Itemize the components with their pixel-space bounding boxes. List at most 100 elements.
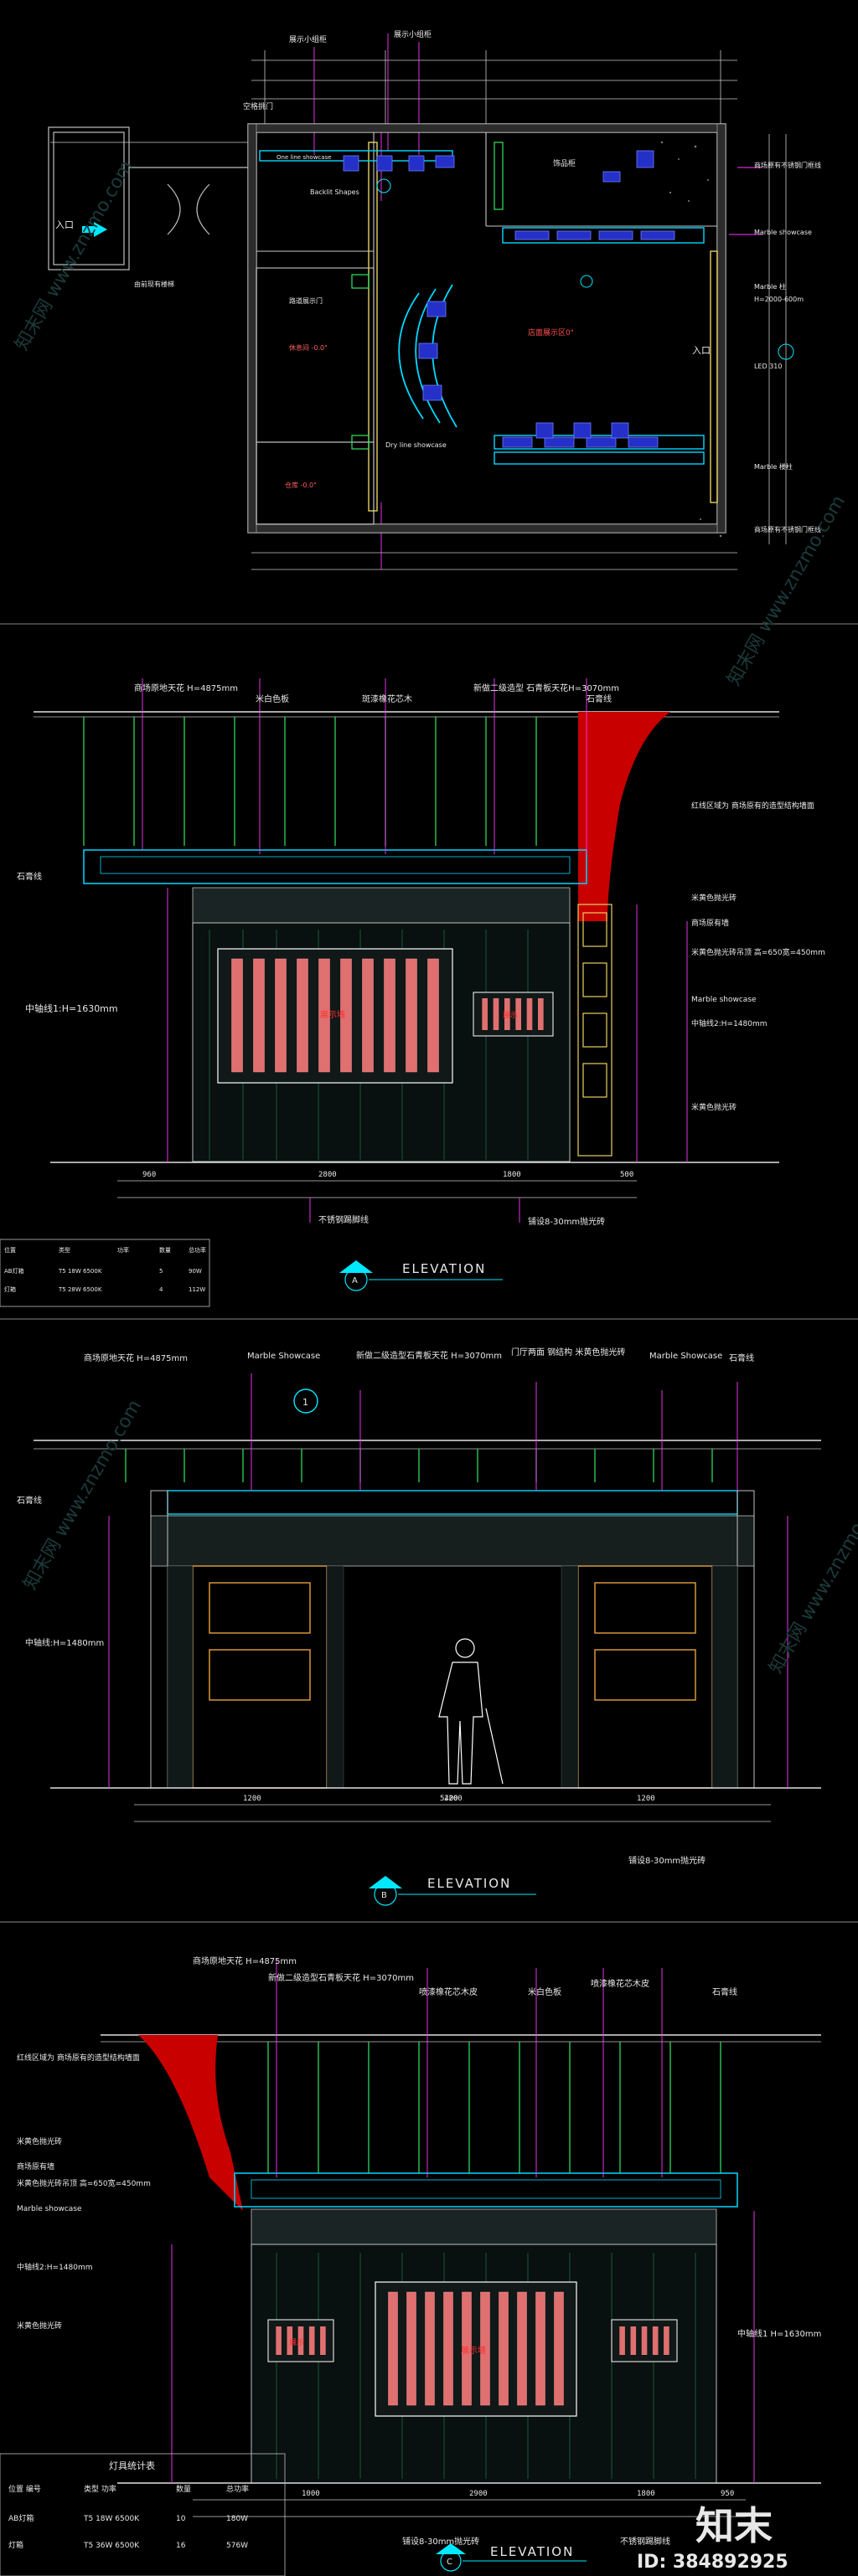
elev-a-table-header: 位置 <box>4 1246 16 1254</box>
elev-a-top-3: 斑漆橡花芯木 <box>362 693 412 704</box>
elev-a-marker: A <box>352 1276 358 1285</box>
light-slat <box>515 998 521 1030</box>
plan-backlit: Backlit Shapes <box>310 188 359 196</box>
light-slat <box>318 958 330 1073</box>
light-slat <box>340 958 352 1073</box>
elev-a-right-label: 中轴线2:H=1480mm <box>691 1018 768 1028</box>
light-slat <box>253 958 265 1073</box>
elev-c-top-5: 喷漆橡花芯木皮 <box>591 1978 649 1989</box>
elev-c-table-header: 总功率 <box>226 2484 249 2494</box>
elev-c-table-cell: 10 <box>176 2515 186 2523</box>
light-slat <box>504 998 510 1030</box>
elev-a-bottom-1: 不锈钢踢脚线 <box>318 1214 369 1225</box>
elev-c-left-label: 米黄色抛光砖 <box>17 2136 62 2146</box>
elev-c-bottom-1: 铺设8-30mm抛光砖 <box>402 2536 479 2547</box>
light-slat <box>388 2291 398 2406</box>
plan-door-label: 空格挑门 <box>243 101 273 111</box>
elev-b-top-3: 新做二级造型石青板天花 H=3070mm <box>356 1350 502 1361</box>
light-slat <box>482 998 488 1030</box>
plan-top-label-2: 展示小组柜 <box>394 29 432 39</box>
elev-c-right-1: 中轴线1 H=1630mm <box>737 2328 821 2339</box>
light-slat <box>308 2326 315 2355</box>
elev-a-dim: 1800 <box>503 1171 521 1179</box>
light-slat <box>275 958 287 1073</box>
light-slat <box>517 2291 527 2406</box>
elev-a-right-label: 米黄色抛光砖 <box>691 893 737 903</box>
elev-c-left-label: Marble showcase <box>17 2205 82 2213</box>
elev-a-right-label: Marble showcase <box>691 996 757 1004</box>
elev-a-right-label: 红线区域为 商场原有的造型结构墙面 <box>691 801 814 811</box>
plan-zone-store: 仓库 -0.0" <box>285 481 317 489</box>
light-slat <box>425 2291 435 2406</box>
light-slat <box>538 998 544 1030</box>
light-slat <box>362 958 374 1073</box>
elev-a-title: ELEVATION <box>402 1261 486 1276</box>
elev-c-left-label: 红线区域为 商场原有的造型结构墙面 <box>17 2053 140 2063</box>
light-slat <box>287 2326 293 2355</box>
elev-c-table-header: 数量 <box>176 2484 191 2494</box>
watermark-id: ID: 384892925 <box>637 2552 788 2573</box>
plan-drylines: Dry line showcase <box>385 441 447 449</box>
elev-a-table-cell: 112W <box>189 1286 205 1293</box>
plan-right-note: 商场原有不锈钢门框线 <box>754 161 821 169</box>
elev-a-table-header: 功率 <box>117 1246 129 1254</box>
elev-b-top-6: 石膏线 <box>729 1352 754 1363</box>
plan-zone-topright: 饰品柜 <box>553 158 576 168</box>
plan-left-note: 由前现有楼梯 <box>134 280 174 288</box>
light-slat <box>443 2291 453 2406</box>
elev-c-top-1: 商场原地天花 H=4875mm <box>193 1955 297 1966</box>
elev-b-left-1: 石膏线 <box>17 1495 42 1506</box>
light-slat <box>297 958 308 1073</box>
elev-a-side: 展示 <box>503 1011 518 1020</box>
elev-b-top-5: Marble Showcase <box>649 1352 722 1361</box>
elev-b-dim: 2200 <box>444 1795 463 1803</box>
elev-c-left-label: 商场原有墙 <box>17 2161 54 2172</box>
elev-a-dim: 2800 <box>318 1171 337 1179</box>
elev-c-table-header: 类型 功率 <box>84 2484 116 2494</box>
elev-a-center: 展示墙 <box>320 1009 345 1020</box>
light-slat <box>535 2291 545 2406</box>
elev-a-top-4: 新做二级造型 石青板天花H=3070mm <box>473 683 619 693</box>
plan-right-note: 商场原有不锈钢门框线 <box>754 525 821 533</box>
light-slat <box>619 2326 625 2355</box>
elev-c-dim: 950 <box>721 2490 734 2498</box>
light-slat <box>276 2326 282 2355</box>
elev-a-bottom-2: 铺设8-30mm抛光砖 <box>528 1216 605 1227</box>
elev-b-dim: 5400 <box>440 1795 458 1803</box>
plan-entrance-left: 入口 <box>55 219 74 230</box>
plan-zone-office: 休息间 -0.0" <box>289 343 328 352</box>
elev-c-left-label: 中轴线2:H=1480mm <box>17 2262 93 2272</box>
elev-a-left-1: 石膏线 <box>17 871 42 882</box>
elev-b-marker: B <box>381 1891 387 1900</box>
elev-a-dim: 500 <box>620 1171 633 1179</box>
light-slat <box>630 2326 637 2355</box>
light-slat <box>406 958 417 1073</box>
light-slat <box>320 2326 326 2355</box>
elev-a-table-cell: 90W <box>189 1268 202 1275</box>
plan-zone-mid-left: 路道展示门 <box>289 296 323 305</box>
elev-c-table-cell: T5 18W 6500K <box>83 2515 140 2523</box>
elev-a-top-2: 米白色板 <box>256 693 289 704</box>
elev-a-table-cell: 灯箱 <box>4 1285 16 1293</box>
elev-b-left-2: 中轴线:H=1480mm <box>25 1637 104 1648</box>
elev-a-table-header: 总功率 <box>189 1246 206 1254</box>
plan-top-label-1: 展示小组柜 <box>289 34 327 44</box>
elev-a-top-5: 石膏线 <box>587 693 612 704</box>
elev-c-side: 展示 <box>289 2338 304 2347</box>
plan-one-line: One line showcase <box>277 154 332 161</box>
light-slat <box>526 998 533 1030</box>
elev-a-table-header: 数量 <box>159 1246 171 1254</box>
elev-c-table-title: 灯具统计表 <box>109 2460 155 2471</box>
plan-right-note: H=2000-600m <box>754 296 804 303</box>
human-figure <box>438 1638 504 1785</box>
elev-b-top-4: 门厅两面 钢结构 米黄色抛光砖 <box>511 1347 625 1358</box>
elev-c-center: 展示墙 <box>461 2345 486 2356</box>
light-slat <box>297 2326 304 2355</box>
elev-c-left-label: 米黄色抛光砖吊顶 高=650宽=450mm <box>17 2178 151 2188</box>
floor-plan: 展示小组柜 展示小组柜 空格挑门 One line showcase Backl… <box>48 29 821 570</box>
plan-right-note: LED 310 <box>754 363 782 370</box>
elev-c-table-cell: 灯箱 <box>8 2540 23 2550</box>
